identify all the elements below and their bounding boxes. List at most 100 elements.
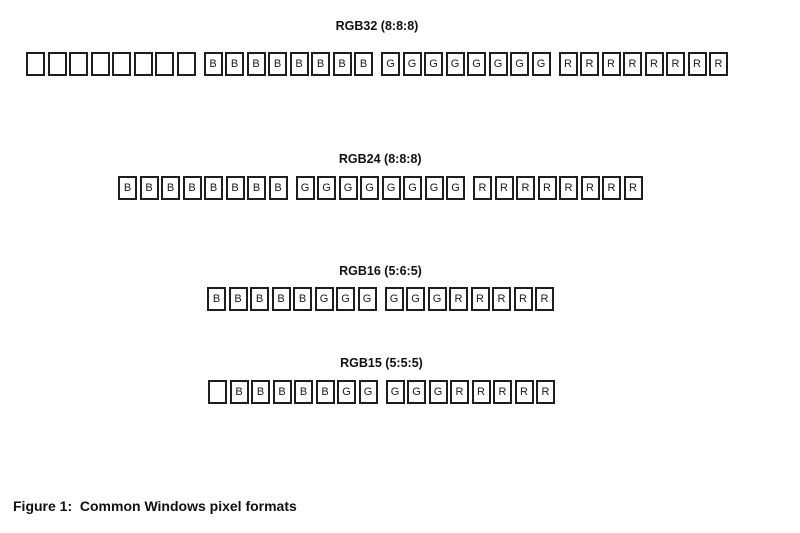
- bit-cell-g: G: [357, 287, 377, 311]
- format-title-rgb16: RGB16 (5:6:5): [339, 264, 422, 278]
- bit-cell-b: B: [229, 380, 249, 404]
- byte-group: [26, 52, 196, 76]
- bit-cell-b: B: [182, 176, 202, 200]
- bit-cell-unused: [176, 52, 196, 76]
- bit-cell-r: R: [493, 380, 512, 404]
- bit-cell-g: G: [428, 380, 448, 404]
- bit-cell-g: G: [510, 52, 529, 76]
- bit-cell-b: B: [271, 287, 291, 311]
- bit-cell-r: R: [623, 176, 643, 200]
- bit-cell-r: R: [623, 52, 642, 76]
- bit-cell-g: G: [531, 52, 551, 76]
- bit-cell-b: B: [268, 52, 287, 76]
- bit-cell-b: B: [251, 380, 270, 404]
- bit-cell-g: G: [446, 176, 465, 200]
- bit-cell-r: R: [494, 176, 514, 200]
- bit-cell-b: B: [289, 52, 309, 76]
- bit-cell-unused: [155, 52, 174, 76]
- bit-cell-r: R: [580, 176, 600, 200]
- bit-cell-r: R: [516, 176, 535, 200]
- format-title-rgb15: RGB15 (5:5:5): [340, 356, 423, 370]
- bit-cell-r: R: [601, 52, 621, 76]
- bit-cell-b: B: [225, 176, 245, 200]
- bit-cell-unused: [26, 52, 45, 76]
- bit-cell-unused: [112, 52, 131, 76]
- bit-cell-r: R: [535, 287, 554, 311]
- bit-cell-g: G: [358, 380, 378, 404]
- bit-cell-g: G: [337, 380, 356, 404]
- bit-cell-b: B: [332, 52, 352, 76]
- bit-cell-g: G: [381, 52, 400, 76]
- bit-cell-r: R: [473, 176, 492, 200]
- bit-cell-g: G: [295, 176, 315, 200]
- bit-cell-g: G: [336, 287, 355, 311]
- bit-cell-g: G: [381, 176, 401, 200]
- bit-cell-g: G: [317, 176, 336, 200]
- bit-cell-b: B: [203, 52, 223, 76]
- bit-cell-r: R: [709, 52, 728, 76]
- bit-cell-r: R: [514, 380, 534, 404]
- bit-cell-g: G: [314, 287, 334, 311]
- bit-cell-b: B: [250, 287, 269, 311]
- bit-cell-r: R: [449, 287, 468, 311]
- bit-cell-r: R: [450, 380, 469, 404]
- bit-cell-b: B: [315, 380, 335, 404]
- bit-cell-unused: [69, 52, 88, 76]
- bit-cell-b: B: [293, 287, 312, 311]
- bit-cell-r: R: [602, 176, 621, 200]
- bit-cell-b: B: [311, 52, 330, 76]
- bit-cell-b: B: [161, 176, 180, 200]
- bit-cell-unused: [90, 52, 110, 76]
- bit-cell-g: G: [467, 52, 486, 76]
- bit-cell-unused: [133, 52, 153, 76]
- bit-cell-r: R: [471, 380, 491, 404]
- bit-cell-g: G: [445, 52, 465, 76]
- bit-cell-g: G: [338, 176, 358, 200]
- bit-cell-b: B: [268, 176, 288, 200]
- bit-cell-g: G: [384, 287, 404, 311]
- bit-cell-b: B: [204, 176, 223, 200]
- bit-cell-b: B: [246, 52, 266, 76]
- bit-cell-b: B: [354, 52, 373, 76]
- bit-cell-b: B: [139, 176, 159, 200]
- bit-cell-r: R: [536, 380, 555, 404]
- bit-cell-b: B: [225, 52, 244, 76]
- bit-cell-r: R: [666, 52, 685, 76]
- bit-cell-g: G: [385, 380, 405, 404]
- bit-cell-r: R: [492, 287, 511, 311]
- bit-cell-b: B: [118, 176, 137, 200]
- figure-caption: Figure 1: Common Windows pixel formats: [13, 498, 297, 514]
- format-title-rgb32: RGB32 (8:8:8): [335, 19, 419, 33]
- bit-cell-b: B: [247, 176, 266, 200]
- bit-cell-g: G: [424, 52, 443, 76]
- bit-cell-g: G: [427, 287, 447, 311]
- bit-cell-r: R: [559, 176, 578, 200]
- bit-cell-g: G: [407, 380, 426, 404]
- format-title-rgb24: RGB24 (8:8:8): [338, 152, 422, 166]
- bit-cell-g: G: [403, 176, 422, 200]
- bit-cell-r: R: [470, 287, 490, 311]
- bit-cell-r: R: [580, 52, 599, 76]
- bit-cell-r: R: [644, 52, 664, 76]
- bit-cell-g: G: [406, 287, 425, 311]
- bit-cell-unused: [47, 52, 67, 76]
- bit-cell-r: R: [558, 52, 578, 76]
- bit-cell-r: R: [537, 176, 557, 200]
- bit-cell-b: B: [207, 287, 226, 311]
- bit-cell-r: R: [687, 52, 707, 76]
